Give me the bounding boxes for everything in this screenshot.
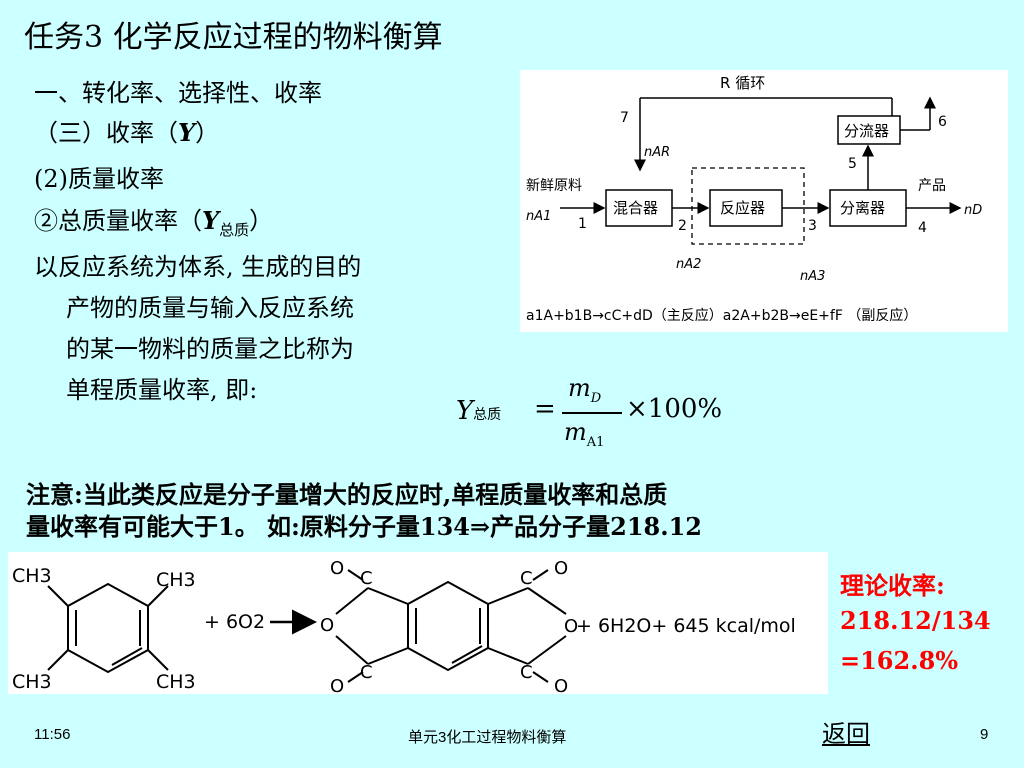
splitter-label: 分流器 [844, 122, 889, 140]
formula-lhs-sub: 总质 [473, 407, 502, 423]
footer-page-number: 9 [980, 726, 989, 743]
feed-label: 新鲜原料 [526, 178, 582, 194]
total-yield-symbol: Y [202, 206, 220, 235]
section-heading: 一、转化率、选择性、收率 [34, 79, 322, 107]
stream-5: 5 [848, 156, 857, 172]
reactor-label: 反应器 [720, 199, 765, 217]
definition-line-2: 产物的质量与输入反应系统 [66, 294, 354, 322]
formula-num-var: m [568, 374, 591, 402]
yield-symbol: Y [178, 118, 196, 147]
n-a3-label: nA3 [800, 269, 825, 284]
formula-denominator: mA1 [564, 418, 604, 450]
pmda-o-left: O [320, 615, 334, 636]
total-yield-subscript: 总质 [219, 220, 250, 239]
ch3-bottom-right: CH3 [156, 671, 196, 693]
stream-7: 7 [620, 110, 629, 126]
n-ar-label: nAR [644, 145, 670, 160]
splitter-box [837, 115, 901, 145]
pmda-o-bottom-left: O [330, 676, 344, 694]
note-line-1: 注意:当此类反应是分子量增大的反应时,单程质量收率和总质 [26, 480, 668, 509]
footer-time: 11:56 [34, 726, 71, 743]
subsection-yield-pre: （三）收率（ [34, 119, 178, 147]
pmda-o-bottom-right: O [554, 676, 568, 694]
subsection-total-mass-yield: ②总质量收率（Y总质） [34, 206, 273, 245]
plus-oxygen: + 6O2 [204, 611, 265, 633]
formula-numerator: mD [568, 374, 601, 406]
product-label: 产品 [918, 178, 946, 194]
definition-line-1: 以反应系统为体系, 生成的目的 [34, 253, 362, 281]
stream-1: 1 [578, 216, 587, 232]
formula-num-sub: D [590, 390, 602, 406]
pmda-c-top-right: C [520, 568, 533, 589]
mixer-label: 混合器 [613, 199, 658, 217]
footer-center-title: 单元3化工过程物料衡算 [408, 729, 567, 746]
process-flow-svg: R 循环 7 nAR 分流器 6 5 新鲜原料 nA1 1 混合器 2 nA2 … [526, 74, 982, 324]
pmda-o-top-left: O [330, 558, 344, 579]
reaction-products-tail: + 6H2O+ 645 kcal/mol [576, 615, 796, 637]
subsection-mass-yield: (2)质量收率 [34, 165, 164, 193]
recycle-label: R 循环 [720, 74, 765, 92]
total-mass-yield-pre: ②总质量收率（ [34, 207, 202, 235]
yield-formula: Y总质 = mD mA1 ×100% [456, 374, 756, 464]
theory-yield-label: 理论收率: [840, 571, 945, 600]
formula-lhs-var: Y [456, 396, 474, 426]
stream-4: 4 [918, 220, 927, 236]
reaction-scheme-panel: CH3 CH3 CH3 CH3 + 6O2 [8, 552, 828, 697]
ch3-top-left: CH3 [12, 565, 52, 587]
theory-yield-value: =162.8% [840, 646, 959, 675]
pmda-o-top-right: O [554, 558, 568, 579]
pmda-o-right: O [564, 616, 578, 637]
pmda-structure [335, 569, 567, 683]
reactor-box [709, 189, 783, 227]
theory-yield-ratio: 218.12/134 [840, 606, 991, 635]
formula-den-var: m [564, 418, 587, 446]
n-a1-label: nA1 [526, 209, 551, 224]
page-title: 任务3 化学反应过程的物料衡算 [24, 20, 443, 55]
note-line-2: 量收率有可能大于1。 如:原料分子量134⇒产品分子量218.12 [26, 512, 702, 541]
formula-equals: = [534, 394, 556, 424]
back-link[interactable]: 返回 [822, 720, 870, 748]
pmda-c-bottom-left: C [360, 662, 373, 683]
n-a2-label: nA2 [676, 257, 701, 272]
ch3-top-right: CH3 [156, 569, 196, 591]
ch3-bottom-left: CH3 [12, 671, 52, 693]
subsection-yield: （三）收率（Y） [34, 118, 219, 148]
stream-2: 2 [678, 218, 687, 234]
n-d-label: nD [964, 203, 982, 218]
reaction-scheme-svg: CH3 CH3 CH3 CH3 + 6O2 [12, 558, 796, 697]
subsection-yield-post: ） [195, 119, 220, 147]
reactions-text: a1A+b1B→cC+dD（主反应）a2A+b2B→eE+fF （副反应） [526, 307, 917, 324]
separator-label: 分离器 [840, 199, 885, 217]
durene-ring [47, 582, 169, 674]
pmda-c-bottom-right: C [520, 662, 533, 683]
definition-line-3: 的某一物料的质量之比称为 [66, 335, 354, 363]
total-mass-yield-post: ） [249, 207, 274, 235]
fraction-bar [562, 412, 622, 414]
formula-den-sub: A1 [586, 434, 605, 450]
pmda-c-top-left: C [360, 568, 373, 589]
formula-times-100: ×100% [626, 394, 723, 424]
mixer-box [605, 189, 673, 227]
separator-box [829, 189, 907, 227]
formula-lhs: Y总质 [456, 396, 501, 426]
stream-6: 6 [938, 114, 947, 130]
process-flow-diagram: R 循环 7 nAR 分流器 6 5 新鲜原料 nA1 1 混合器 2 nA2 … [520, 70, 1008, 332]
reactor-system-boundary [691, 167, 805, 245]
stream-3: 3 [808, 218, 817, 234]
definition-line-4: 单程质量收率, 即: [66, 376, 258, 404]
